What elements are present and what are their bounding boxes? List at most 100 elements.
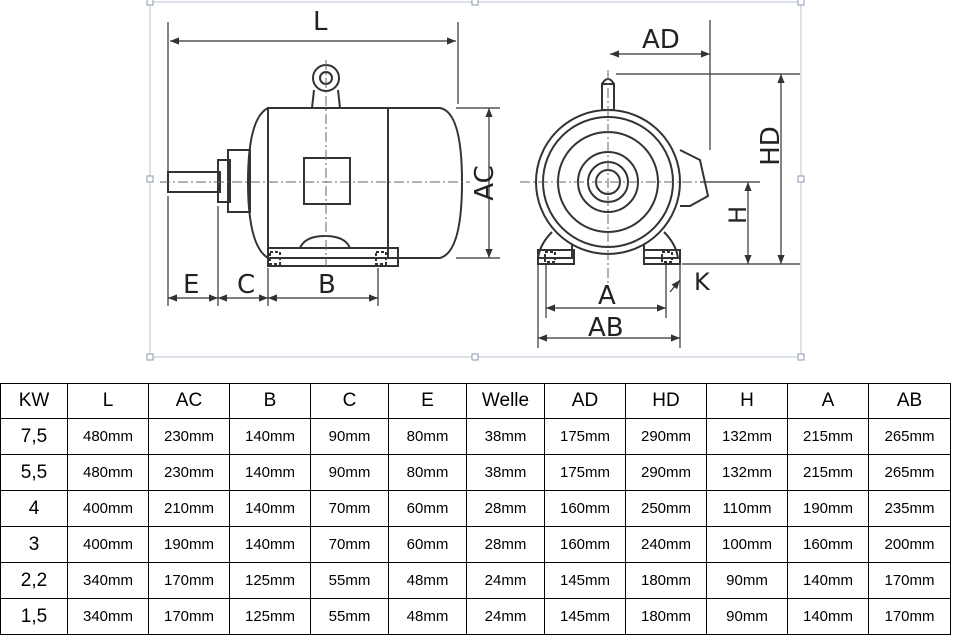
header-cell: H <box>706 383 788 419</box>
table-cell: 215mm <box>787 454 869 491</box>
table-cell: 170mm <box>868 598 951 635</box>
table-cell: 265mm <box>868 454 951 491</box>
table-cell: 140mm <box>229 454 311 491</box>
header-cell: A <box>787 383 869 419</box>
table-header-row: KW L AC B C E Welle AD HD H A AB <box>0 383 951 419</box>
motor-dimension-drawing: L AC E C B AD <box>146 0 805 361</box>
table-cell: 140mm <box>787 562 869 599</box>
table-cell: 480mm <box>67 418 149 455</box>
table-cell: 175mm <box>544 418 626 455</box>
table-cell: 400mm <box>67 526 149 563</box>
table-cell: 290mm <box>625 418 707 455</box>
table-cell: 24mm <box>466 562 545 599</box>
table-cell: 125mm <box>229 598 311 635</box>
table-cell: 70mm <box>310 526 389 563</box>
dim-label-B: B <box>318 270 336 300</box>
table-cell: 190mm <box>148 526 230 563</box>
table-cell: 90mm <box>310 418 389 455</box>
table-cell: 140mm <box>229 526 311 563</box>
table-cell: 110mm <box>706 490 788 527</box>
table-cell: 80mm <box>388 418 467 455</box>
kw-cell: 3 <box>0 526 68 563</box>
table-cell: 90mm <box>310 454 389 491</box>
table-cell: 38mm <box>466 418 545 455</box>
table-cell: 55mm <box>310 562 389 599</box>
dim-label-HD: HD <box>756 126 786 166</box>
motor-front-view <box>535 78 710 265</box>
table-cell: 90mm <box>706 562 788 599</box>
table-cell: 290mm <box>625 454 707 491</box>
image-selection-frame[interactable] <box>146 0 805 361</box>
dim-label-A: A <box>598 281 616 311</box>
table-cell: 175mm <box>544 454 626 491</box>
dim-label-H: H <box>724 206 752 224</box>
table-cell: 60mm <box>388 490 467 527</box>
table-cell: 400mm <box>67 490 149 527</box>
dim-label-AB: AB <box>588 313 624 343</box>
header-cell: B <box>229 383 311 419</box>
table-cell: 210mm <box>148 490 230 527</box>
table-cell: 48mm <box>388 598 467 635</box>
table-cell: 145mm <box>544 598 626 635</box>
dim-label-AD: AD <box>642 25 680 55</box>
table-cell: 235mm <box>868 490 951 527</box>
header-cell: AB <box>868 383 951 419</box>
dim-label-E: E <box>183 270 199 300</box>
table-cell: 125mm <box>229 562 311 599</box>
table-cell: 180mm <box>625 562 707 599</box>
header-cell: L <box>67 383 149 419</box>
table-cell: 100mm <box>706 526 788 563</box>
header-cell: AD <box>544 383 626 419</box>
header-cell: C <box>310 383 389 419</box>
dim-label-K: K <box>694 268 711 296</box>
table-cell: 132mm <box>706 454 788 491</box>
table-cell: 145mm <box>544 562 626 599</box>
motor-side-view <box>167 64 464 267</box>
table-cell: 90mm <box>706 598 788 635</box>
table-cell: 38mm <box>466 454 545 491</box>
table-cell: 28mm <box>466 490 545 527</box>
table-cell: 160mm <box>544 526 626 563</box>
table-cell: 240mm <box>625 526 707 563</box>
table-cell: 265mm <box>868 418 951 455</box>
table-cell: 160mm <box>787 526 869 563</box>
table-cell: 340mm <box>67 562 149 599</box>
table-cell: 170mm <box>148 562 230 599</box>
kw-cell: 4 <box>0 490 68 527</box>
table-cell: 55mm <box>310 598 389 635</box>
kw-cell: 1,5 <box>0 598 68 635</box>
header-cell: HD <box>625 383 707 419</box>
table-cell: 250mm <box>625 490 707 527</box>
header-cell: KW <box>0 383 68 419</box>
table-cell: 48mm <box>388 562 467 599</box>
kw-cell: 7,5 <box>0 418 68 455</box>
dim-label-L: L <box>313 7 328 37</box>
header-cell: E <box>388 383 467 419</box>
table-cell: 215mm <box>787 418 869 455</box>
dim-label-AC: AC <box>470 165 500 200</box>
table-cell: 480mm <box>67 454 149 491</box>
table-cell: 28mm <box>466 526 545 563</box>
table-cell: 170mm <box>148 598 230 635</box>
kw-cell: 2,2 <box>0 562 68 599</box>
kw-cell: 5,5 <box>0 454 68 491</box>
table-cell: 60mm <box>388 526 467 563</box>
dim-label-C: C <box>237 270 255 300</box>
table-cell: 24mm <box>466 598 545 635</box>
header-cell: AC <box>148 383 230 419</box>
table-cell: 340mm <box>67 598 149 635</box>
table-cell: 70mm <box>310 490 389 527</box>
table-cell: 180mm <box>625 598 707 635</box>
table-cell: 230mm <box>148 418 230 455</box>
table-cell: 170mm <box>868 562 951 599</box>
table-cell: 190mm <box>787 490 869 527</box>
table-cell: 230mm <box>148 454 230 491</box>
table-cell: 132mm <box>706 418 788 455</box>
